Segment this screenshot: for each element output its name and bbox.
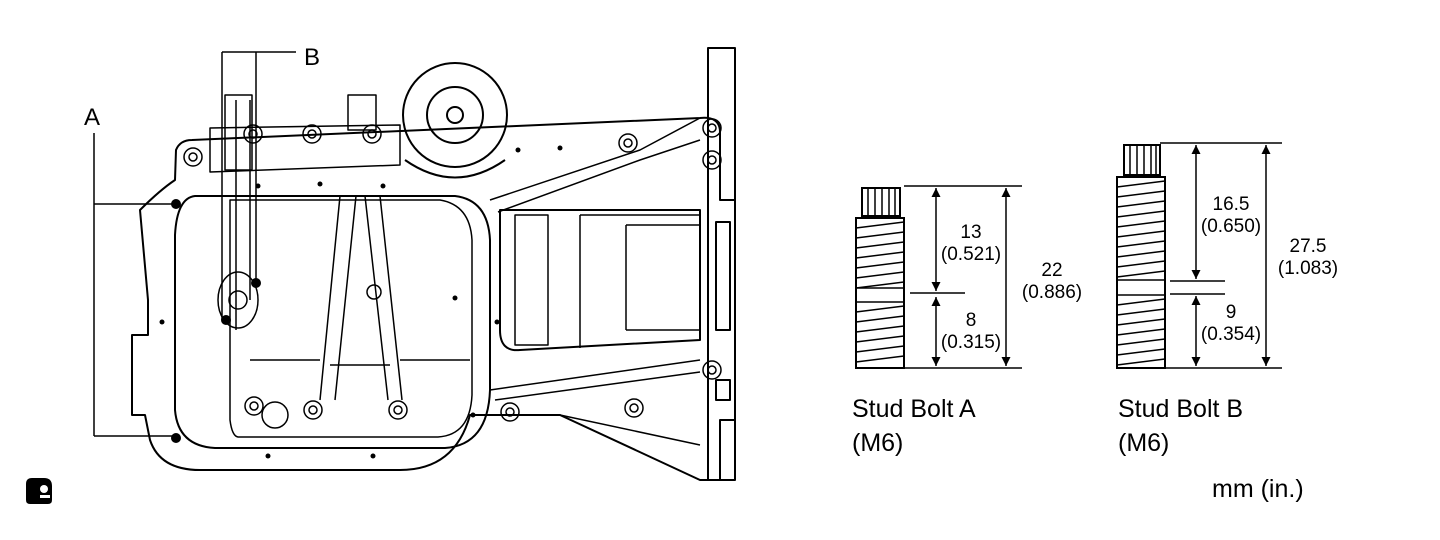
oil-pan-drawing [93,47,736,481]
stud-bolt-a-upper-in: (0.521) [940,244,1002,265]
stud-bolt-b-name: Stud Bolt B [1118,395,1244,423]
stud-bolt-b-upper-mm: 16.5 [1212,194,1250,215]
stud-bolt-a-name: Stud Bolt A [852,395,976,423]
stud-bolt-a-lower-dimension: 8 (0.315) [934,310,1008,354]
stud-bolt-a-total-dimension: 22 (0.886) [1012,260,1092,304]
stud-bolt-b-upper-in: (0.650) [1200,216,1262,237]
stud-bolt-a-lower-in: (0.315) [940,332,1002,353]
stud-bolt-a-upper-mm: 13 [960,222,982,243]
stud-bolt-a-drawing [855,185,1022,369]
procedure-symbol-icon [26,478,52,504]
stud-bolt-b-drawing [1116,142,1282,369]
stud-bolt-b-lower-dimension: 9 (0.354) [1194,302,1268,346]
callout-a-label: A [84,104,101,131]
stud-bolt-b-caption: Stud Bolt B (M6) [1118,392,1243,460]
stud-bolt-a-caption: Stud Bolt A (M6) [852,392,976,460]
stud-bolt-b-lower-mm: 9 [1225,302,1237,323]
stud-bolt-b-upper-dimension: 16.5 (0.650) [1194,194,1268,238]
stud-bolt-b-total-mm: 27.5 [1289,236,1327,257]
stud-bolt-a-total-mm: 22 [1041,260,1063,281]
stud-bolt-b-total-in: (1.083) [1277,258,1339,279]
stud-bolt-a-lower-mm: 8 [965,310,977,331]
stud-bolt-a-total-in: (0.886) [1021,282,1083,303]
callout-b-label: B [304,44,321,71]
stud-bolt-b-total-dimension: 27.5 (1.083) [1270,236,1346,280]
stud-bolt-b-size: (M6) [1118,429,1170,457]
units-label: mm (in.) [1212,475,1304,503]
stud-bolt-a-size: (M6) [852,429,904,457]
stud-bolt-a-upper-dimension: 13 (0.521) [934,222,1008,266]
stud-bolt-b-lower-in: (0.354) [1200,324,1262,345]
